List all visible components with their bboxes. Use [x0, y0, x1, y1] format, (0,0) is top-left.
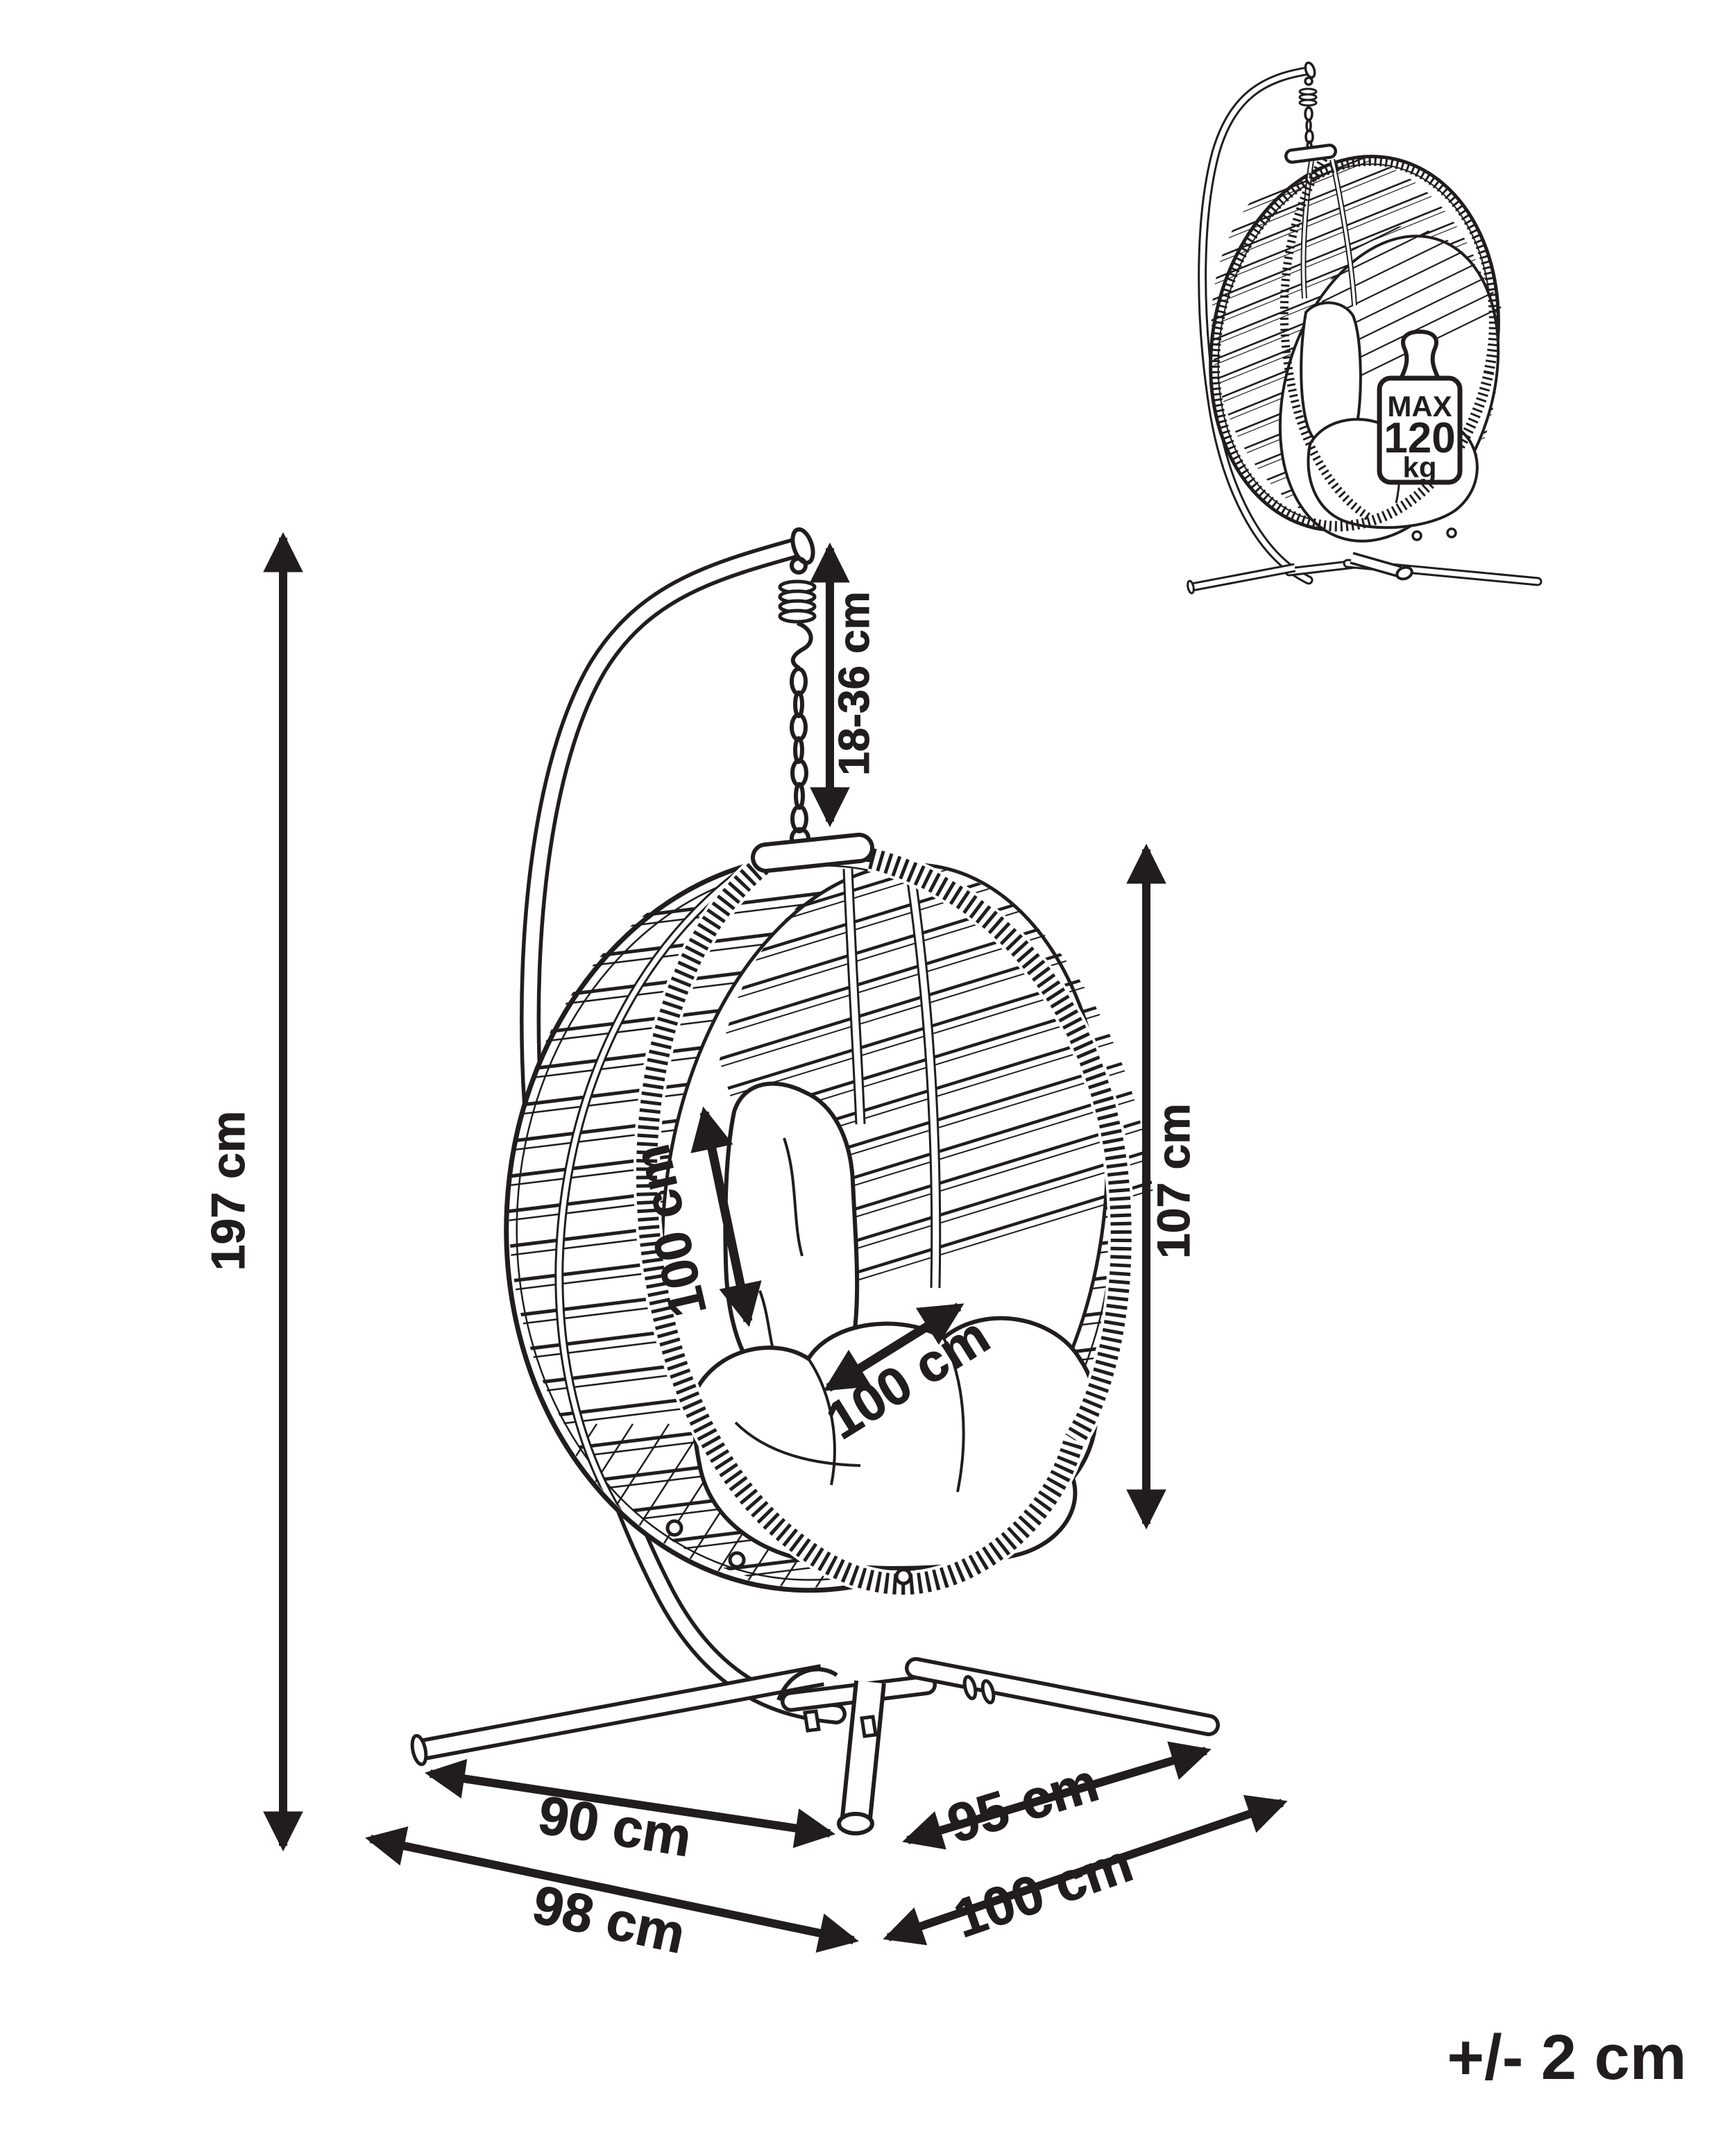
dim-base-inner-right-label: 95 cm [940, 1751, 1105, 1855]
interior-ribs [842, 868, 942, 1289]
badge-max-text: MAX [1387, 390, 1452, 423]
badge-handle [1397, 329, 1443, 382]
inset-woven-rim [1209, 155, 1499, 532]
front-leg-cap [837, 1812, 874, 1835]
exterior-rib [554, 865, 749, 1570]
dim-base-outer-right-label: 100 cm [946, 1832, 1140, 1949]
inset-top-bar [1284, 144, 1337, 164]
stand-base [410, 1657, 1220, 1835]
stand-mast [520, 527, 847, 1724]
junction-bracket [776, 1667, 838, 1701]
suspension-spring-chain [778, 557, 817, 849]
max-load-badge: MAX 120 kg [1377, 329, 1463, 485]
dim-base-inner-left: 90 cm [425, 1758, 835, 1869]
badge-120-text: 120 [1384, 414, 1455, 462]
dim-base-inner-right: 95 cm [902, 1741, 1212, 1855]
left-leg-cap [410, 1733, 428, 1767]
inset-stand [1198, 61, 1318, 585]
main-figure: 197 cm 18-36 cm 107 cm 100 cm 100 cm 90 … [202, 527, 1288, 1965]
woven-rim [633, 845, 1135, 1598]
rim-button [728, 1551, 746, 1569]
inset-figure: MAX 120 kg [1182, 61, 1543, 595]
egg-top-bar [751, 833, 874, 873]
dim-hanging-hardware-label: 18-36 cm [831, 591, 878, 775]
badge-body [1377, 375, 1463, 485]
egg-chair [484, 830, 1203, 1604]
dim-base-outer-left: 98 cm [365, 1826, 859, 1965]
tolerance-note: +/- 2 cm [1447, 2022, 1686, 2093]
rim-button [665, 1519, 683, 1537]
dim-hanging-hardware: 18-36 cm [810, 542, 879, 828]
badge-kg-text: kg [1402, 451, 1436, 484]
inset-ribs [1300, 159, 1357, 306]
dim-base-inner-left-label: 90 cm [534, 1784, 695, 1869]
dim-overall-height-label: 197 cm [202, 1111, 255, 1271]
inset-base [1187, 552, 1543, 595]
dim-chair-height-label: 107 cm [1148, 1103, 1199, 1259]
rim-button [894, 1568, 912, 1586]
dim-overall-height: 197 cm [202, 532, 303, 1852]
dim-chair-height: 107 cm [1126, 843, 1200, 1530]
